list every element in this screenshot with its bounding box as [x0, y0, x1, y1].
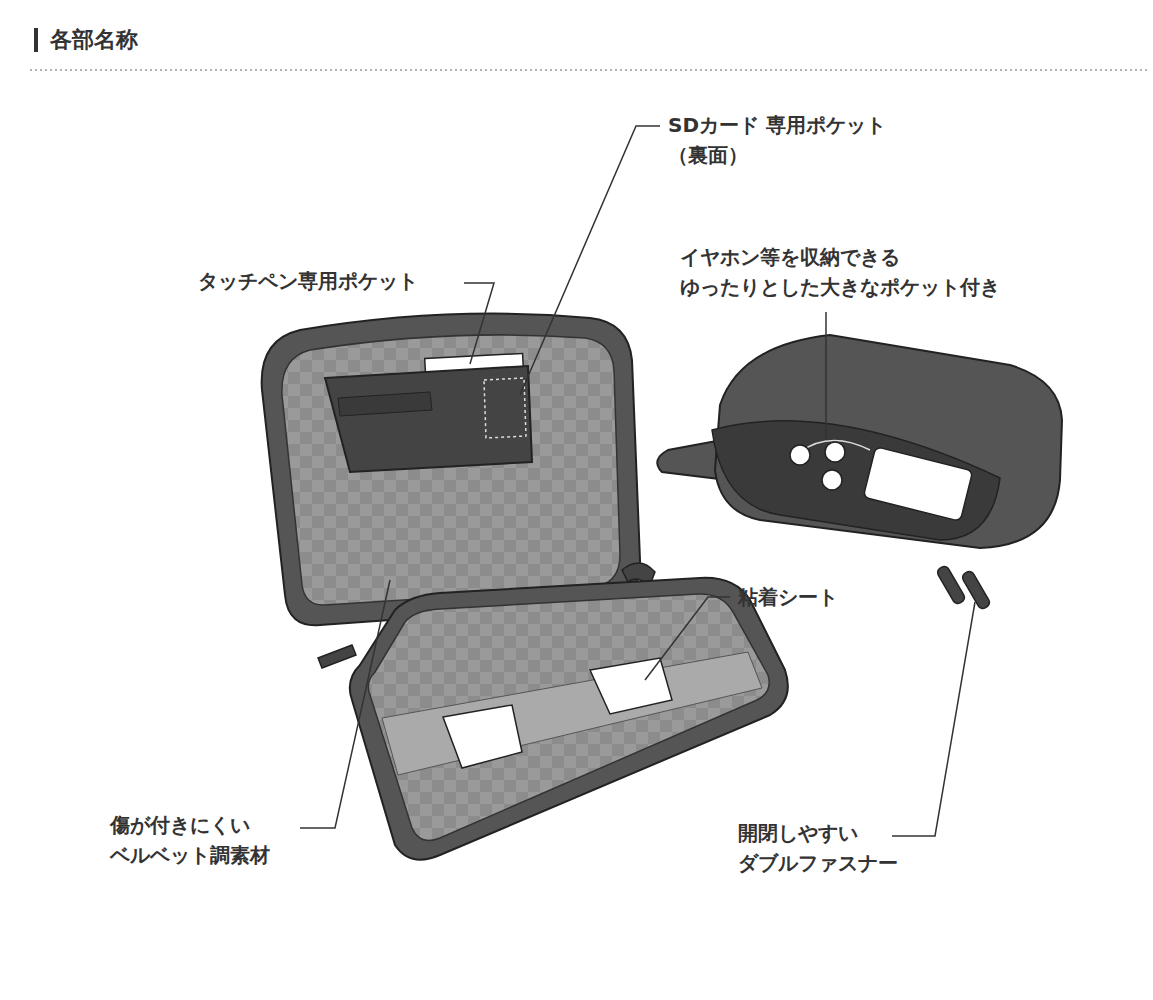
title-rule	[30, 69, 1150, 71]
part-label: 開閉しやすい ダブルファスナー	[738, 818, 928, 878]
page-title: 各部名称	[50, 25, 138, 55]
part-label: 傷が付きにくい ベルベット調素材	[110, 810, 295, 870]
part-label: タッチペン専用ポケット	[198, 266, 418, 296]
part-label: SDカード 専用ポケット（裏面）	[668, 110, 888, 170]
closed-pouch	[657, 335, 1062, 610]
leader-lines	[300, 126, 975, 836]
open-case	[262, 314, 788, 860]
title-bar	[34, 28, 38, 52]
part-label: 粘着シート	[738, 582, 838, 612]
part-label: イヤホン等を収納できる ゆったりとした大きなポケット付き	[680, 242, 1060, 302]
